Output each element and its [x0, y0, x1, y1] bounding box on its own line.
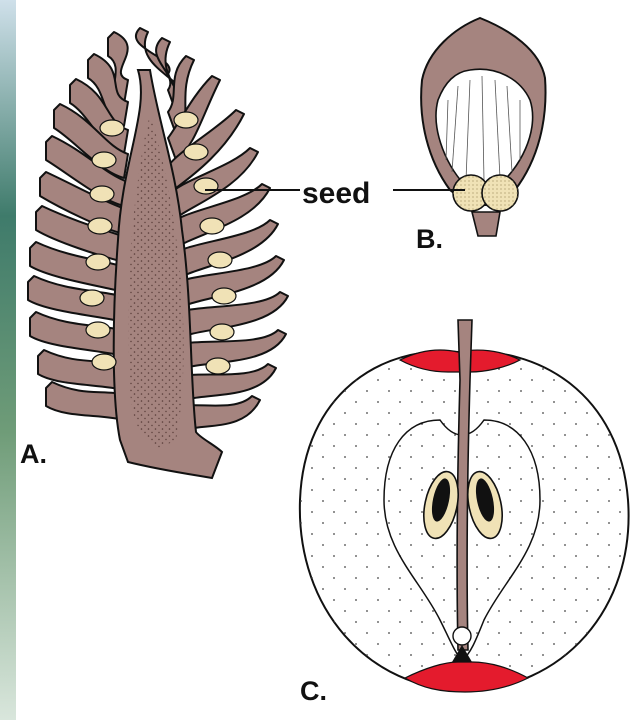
cone-seed [92, 152, 116, 168]
cone-seed [212, 288, 236, 304]
panel-c-label: C. [300, 676, 327, 706]
background-photo-strip [0, 0, 16, 720]
cone-seed [80, 290, 104, 306]
cone-seed [184, 144, 208, 160]
cone-seed [86, 322, 110, 338]
cone-seed [210, 324, 234, 340]
cone-seed [206, 358, 230, 374]
cone-seed [208, 252, 232, 268]
apple-calyx [453, 627, 471, 645]
scale-stalk [472, 212, 500, 236]
apple-cross-section [300, 320, 629, 692]
cone-scale-with-seeds [421, 18, 545, 236]
panel-b-label: B. [416, 224, 443, 254]
cone-seed [90, 186, 114, 202]
cone-cross-section [28, 28, 288, 478]
cone-seed [194, 178, 218, 194]
panel-a-label: A. [20, 439, 47, 469]
cone-seed [200, 218, 224, 234]
cone-seed [92, 354, 116, 370]
cone-seed [88, 218, 112, 234]
cone-seed [86, 254, 110, 270]
seed-label: seed [302, 177, 370, 210]
cone-seed [174, 112, 198, 128]
cone-seed [100, 120, 124, 136]
